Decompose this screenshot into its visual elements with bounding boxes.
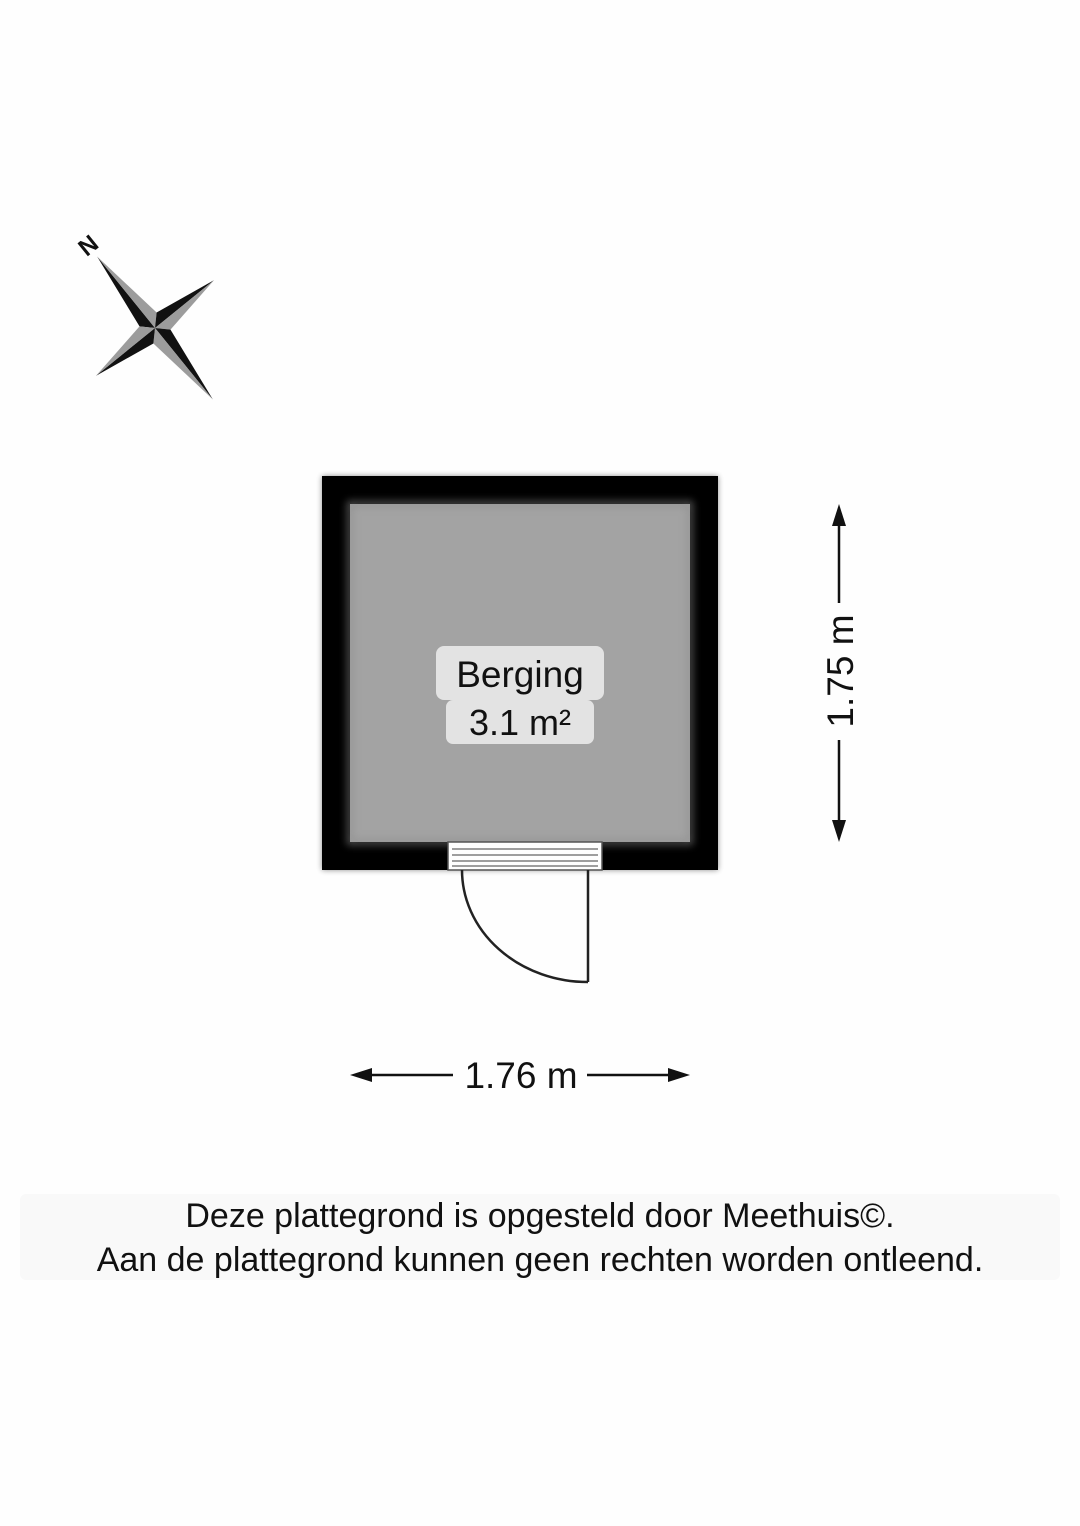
compass-star-icon xyxy=(95,256,215,400)
compass-north-label: N xyxy=(73,230,103,262)
disclaimer-line-2: Aan de plattegrond kunnen geen rechten w… xyxy=(96,1241,984,1279)
disclaimer-line-1: Deze plattegrond is opgesteld door Meeth… xyxy=(185,1197,895,1235)
door-swing-arc xyxy=(460,869,589,984)
arrow-right-icon xyxy=(668,1068,690,1082)
room-label: Berging 3.1 m² xyxy=(436,646,604,744)
arrow-up-icon xyxy=(832,504,846,526)
width-dimension: 1.76 m xyxy=(350,1055,690,1096)
door xyxy=(447,841,603,984)
arrow-down-icon xyxy=(832,820,846,842)
height-label: 1.75 m xyxy=(820,614,861,727)
arrow-left-icon xyxy=(350,1068,372,1082)
room-berging: Berging 3.1 m² xyxy=(322,476,718,984)
width-label: 1.76 m xyxy=(464,1055,577,1096)
room-area: 3.1 m² xyxy=(469,702,571,743)
room-name: Berging xyxy=(456,654,584,695)
compass-rose: N xyxy=(73,230,215,400)
door-opening xyxy=(448,842,602,870)
height-dimension: 1.75 m xyxy=(820,504,861,842)
disclaimer: Deze plattegrond is opgesteld door Meeth… xyxy=(20,1194,1060,1280)
